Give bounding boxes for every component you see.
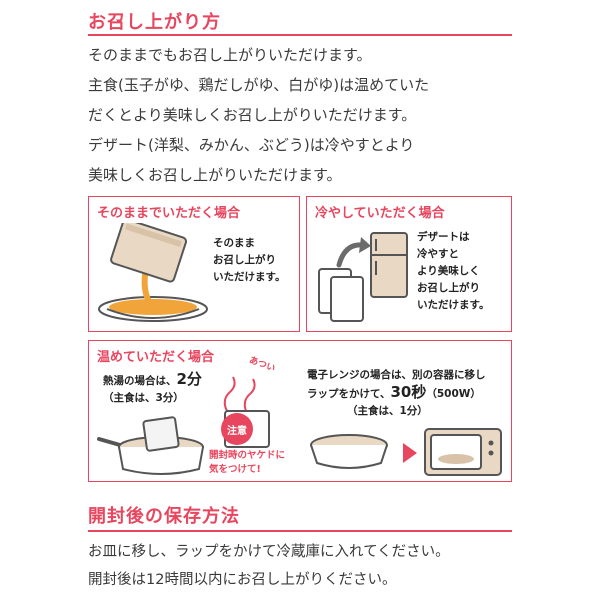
hot-water-time: 2分 bbox=[176, 370, 202, 388]
paragraph-line: 美味しくお召し上がりいただけます。 bbox=[88, 166, 342, 184]
microwave-instruction: 電子レンジの場合は、別の容器に移し ラップをかけて、30秒（500W） （主食は… bbox=[307, 367, 486, 420]
heading-underline bbox=[88, 34, 512, 36]
box-title-chilled: 冷やしていただく場合 bbox=[315, 206, 445, 221]
paragraph-line: だくとより美味しくお召し上がりいただけます。 bbox=[88, 106, 417, 124]
microwave-time: 30秒 bbox=[390, 383, 427, 401]
box-eat-warm: 温めていただく場合 熱湯の場合は、2分 （主食は、3分） あつい 注意 開封時の… bbox=[88, 340, 512, 482]
section-heading-how-to-eat: お召し上がり方 bbox=[88, 12, 221, 33]
hot-water-instruction: 熱湯の場合は、2分 （主食は、3分） bbox=[103, 371, 202, 407]
how-to-eat-paragraph: そのままでもお召し上がりいただけます。 主食(玉子がゆ、鶏だしがゆ、白がゆ)は温… bbox=[88, 40, 518, 190]
heading-underline bbox=[88, 530, 512, 532]
microwave-staple-time: （主食は、1分） bbox=[347, 405, 428, 417]
storage-text: お皿に移し、ラップをかけて冷蔵庫に入れてください。 開封後は12時間以内にお召し… bbox=[88, 544, 450, 588]
paragraph-line: デザート(洋梨、みかん、ぶどう)は冷やすとより bbox=[88, 136, 415, 154]
microwave-line1: 電子レンジの場合は、別の容器に移し bbox=[307, 369, 486, 381]
box-text-as-is: そのまま お召し上がり いただけます。 bbox=[213, 237, 286, 283]
pot-illustration bbox=[97, 416, 204, 475]
box-title-warm: 温めていただく場合 bbox=[97, 350, 215, 365]
paragraph-line: 主食(玉子がゆ、鶏だしがゆ、白がゆ)は温めていた bbox=[88, 76, 430, 94]
paragraph-line: そのままでもお召し上がりいただけます。 bbox=[88, 46, 372, 64]
box-eat-as-is: そのままでいただく場合 そのまま お召し上がり いただけます。 bbox=[88, 196, 300, 332]
pouch-pouring-illustration bbox=[98, 223, 208, 322]
fridge-illustration bbox=[318, 232, 408, 322]
caution-text: 開封時のヤケドに 気をつけて! bbox=[209, 450, 286, 475]
microwave-watt: （500W） bbox=[426, 388, 481, 400]
hot-water-staple-time: （主食は、3分） bbox=[103, 392, 184, 404]
box-eat-chilled: 冷やしていただく場合 デザートは 冷やすと より美味しく お召し上がり いただけ… bbox=[306, 196, 512, 332]
microwave-prefix: ラップをかけて、 bbox=[307, 388, 391, 400]
section-heading-storage: 開封後の保存方法 bbox=[88, 506, 240, 527]
caution-badge: 注意 bbox=[221, 413, 253, 445]
box-text-chilled: デザートは 冷やすと より美味しく お召し上がり いただけます。 bbox=[417, 231, 490, 311]
microwave-illustration bbox=[310, 428, 502, 476]
hot-water-prefix: 熱湯の場合は、 bbox=[103, 375, 177, 387]
box-title-as-is: そのままでいただく場合 bbox=[97, 206, 241, 221]
